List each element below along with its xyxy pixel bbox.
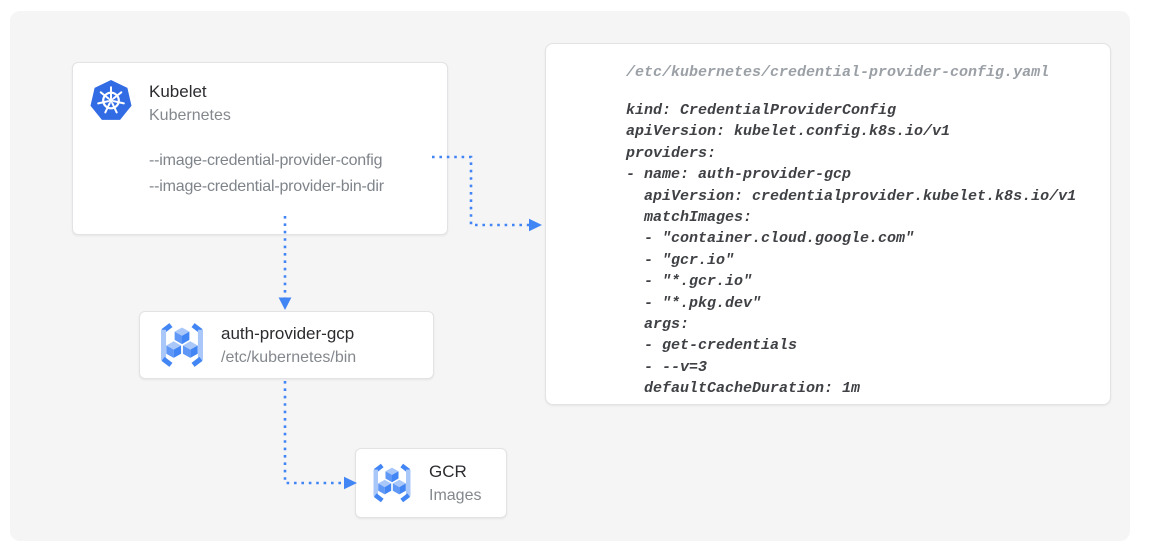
kubelet-flag-bin-dir: --image-credential-provider-bin-dir	[149, 178, 384, 195]
auth-provider-subtitle: /etc/kubernetes/bin	[221, 348, 357, 366]
kubelet-flags: --image-credential-provider-config --ima…	[149, 148, 384, 200]
kubelet-flag-config: --image-credential-provider-config	[149, 152, 383, 169]
kubelet-subtitle: Kubernetes	[149, 107, 231, 124]
config-file-path: /etc/kubernetes/credential-provider-conf…	[626, 64, 1050, 81]
credential-provider-config-panel: /etc/kubernetes/credential-provider-conf…	[545, 43, 1111, 405]
gcr-subtitle: Images	[429, 486, 482, 504]
gcr-icon	[366, 461, 418, 505]
kubelet-title: Kubelet	[149, 82, 207, 101]
config-yaml-code: kind: CredentialProviderConfig apiVersio…	[626, 102, 1077, 398]
gcr-title: GCR	[429, 461, 467, 481]
node-auth-provider-gcp: auth-provider-gcp /etc/kubernetes/bin	[139, 311, 434, 379]
gcr-icon	[152, 321, 212, 369]
node-gcr: GCR Images	[355, 448, 507, 518]
auth-provider-title: auth-provider-gcp	[221, 323, 355, 343]
node-kubelet: Kubelet Kubernetes --image-credential-pr…	[72, 62, 448, 235]
kubernetes-icon	[89, 79, 133, 123]
